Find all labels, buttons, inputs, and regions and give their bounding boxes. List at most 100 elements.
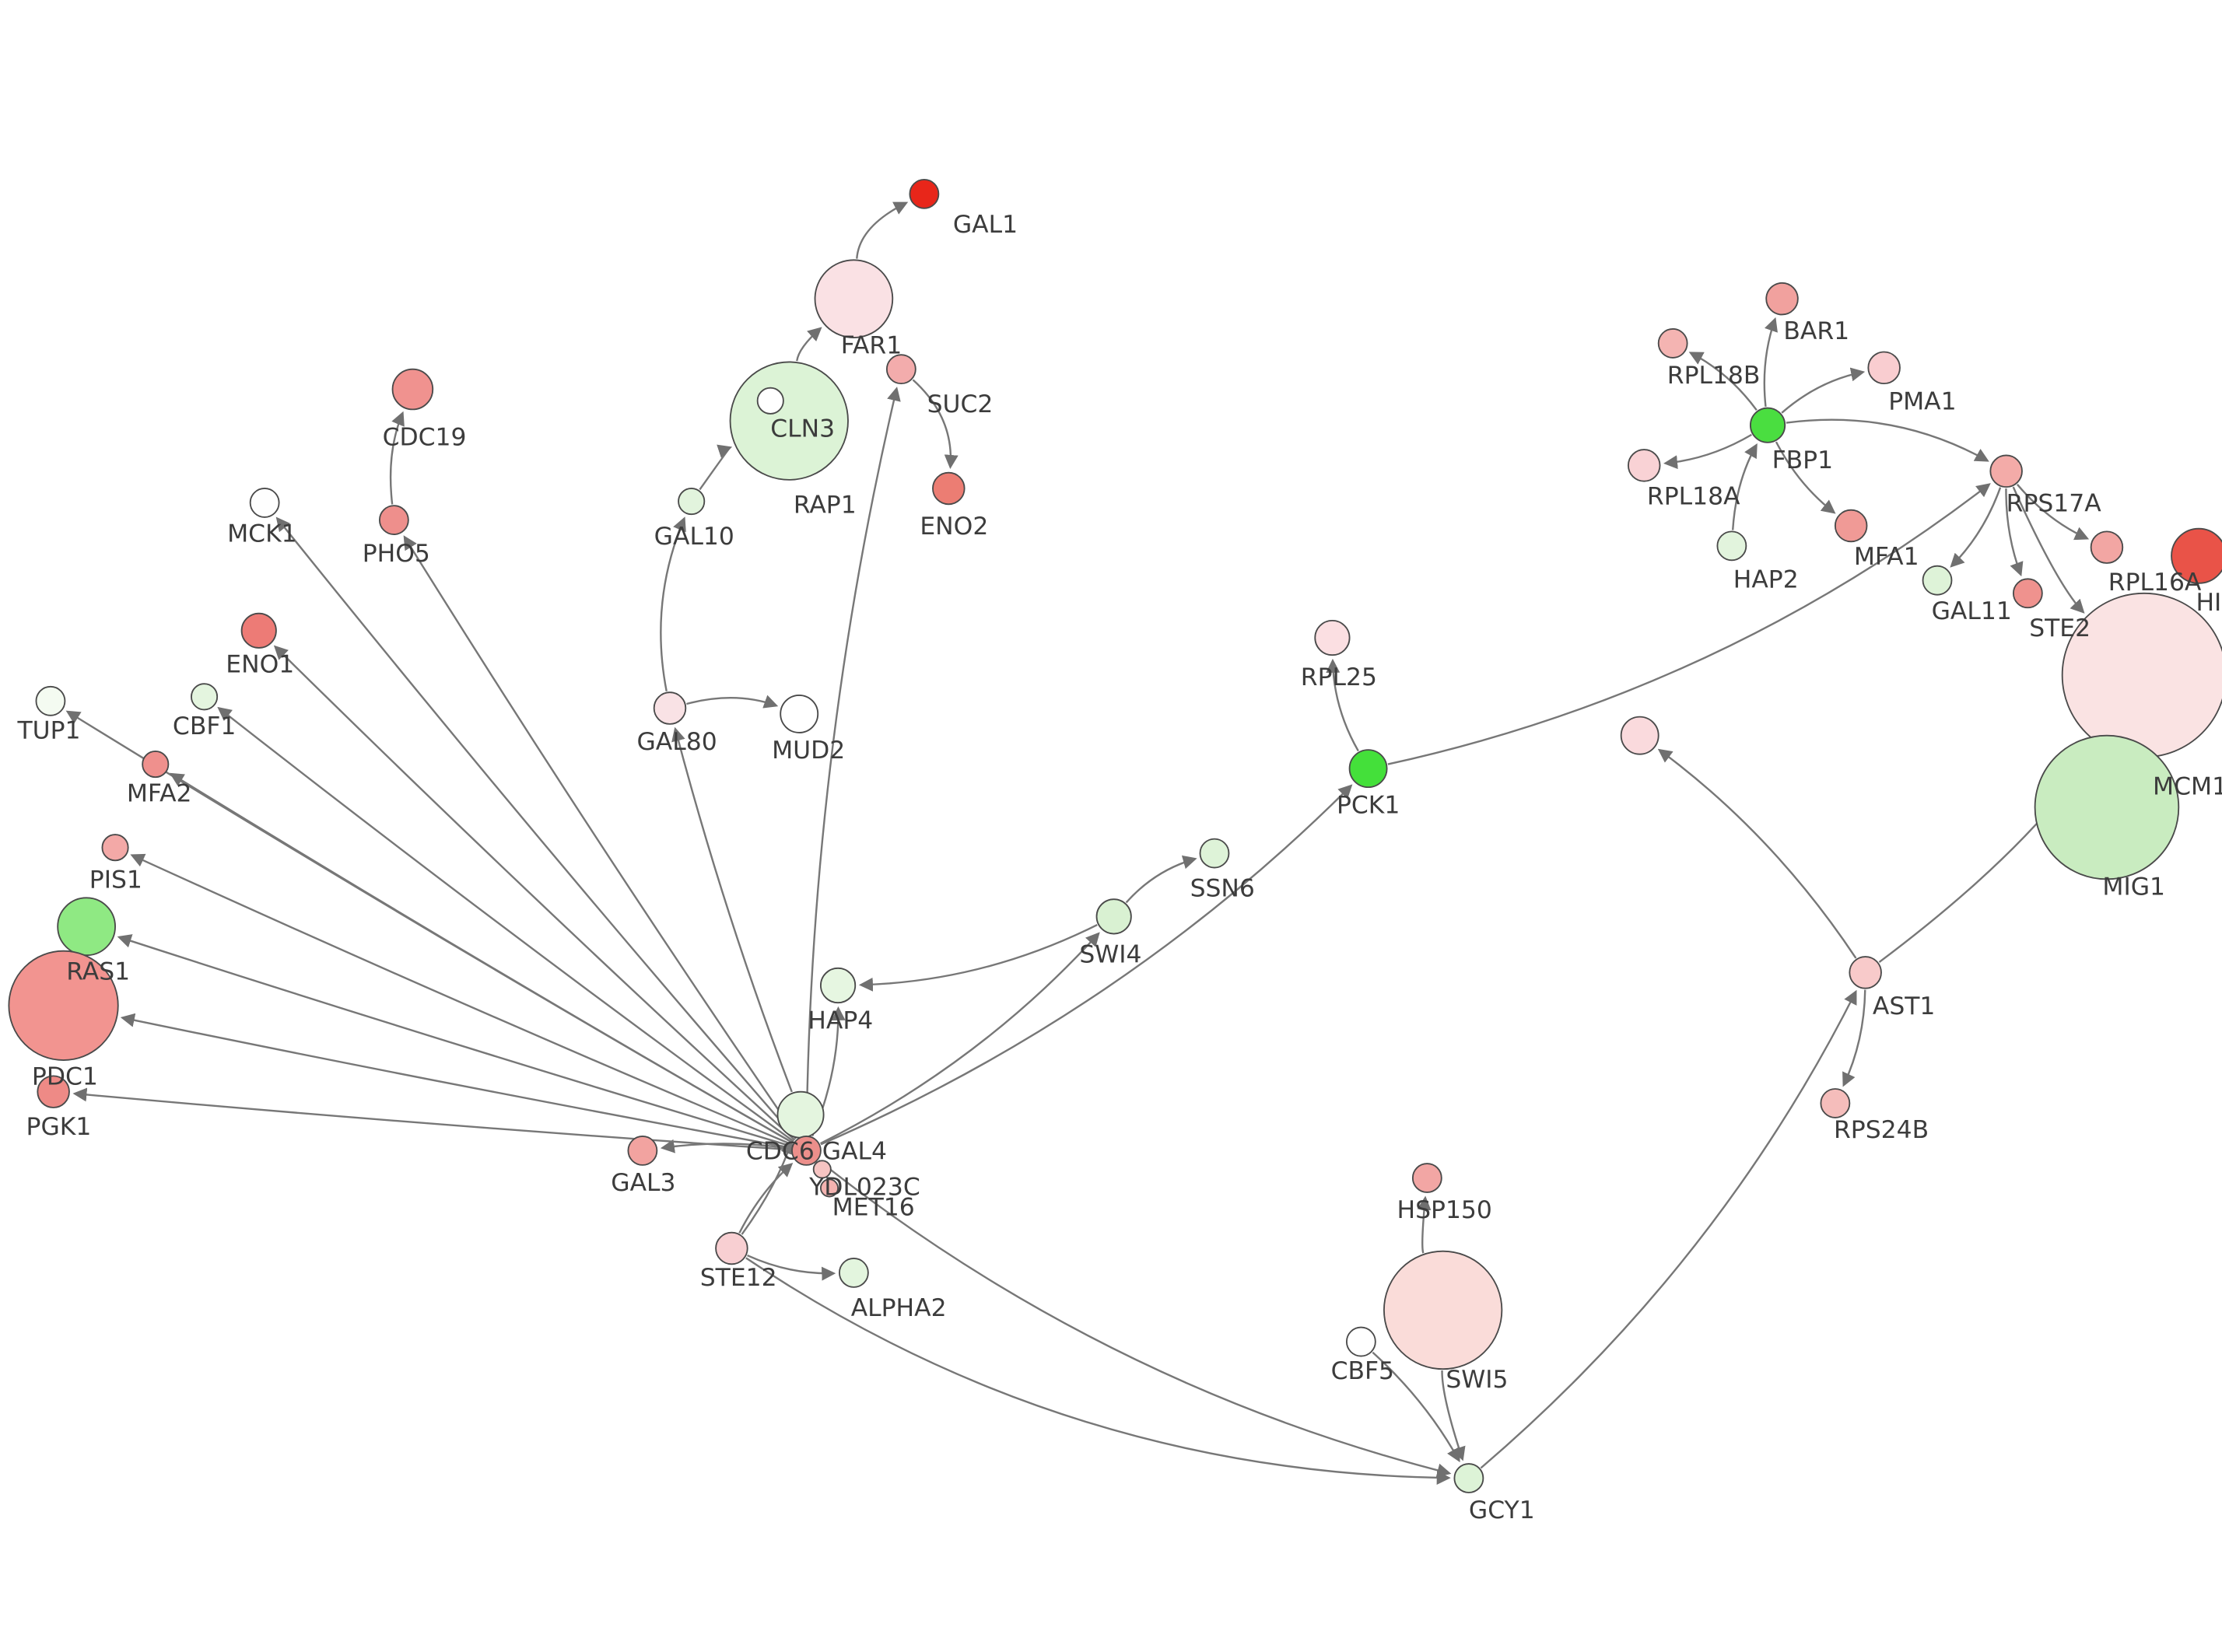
edge-PHO5-CDC19[interactable]: [389, 411, 405, 505]
node-FAR1[interactable]: [814, 259, 894, 338]
node-FBP1[interactable]: [1749, 407, 1786, 443]
edge-RPS17A-MCM1[interactable]: [2012, 486, 2085, 614]
node-RPL18A[interactable]: [1627, 449, 1661, 482]
node-YDL023C[interactable]: [812, 1160, 832, 1179]
edge-FBP1-RPS17A[interactable]: [1786, 418, 1989, 462]
edge-STE12-GAL4[interactable]: [738, 1162, 794, 1234]
node-SWI4[interactable]: [1095, 898, 1132, 935]
node-MFA1[interactable]: [1834, 509, 1868, 543]
node-GAL3[interactable]: [627, 1136, 658, 1166]
node-ENO2[interactable]: [932, 471, 966, 506]
edge-SWI5-GCY1[interactable]: [1441, 1370, 1466, 1461]
edge-GAL10-CLN3[interactable]: [699, 444, 733, 491]
node-CDC19[interactable]: [391, 368, 434, 411]
node-GAL10[interactable]: [678, 488, 706, 516]
edge-FBP1-MFA1[interactable]: [1775, 441, 1836, 514]
node-RPL16A[interactable]: [2090, 530, 2124, 564]
edge-CDC6-GAL80[interactable]: [671, 726, 793, 1093]
edge-RPS17A-RPL16A[interactable]: [2016, 484, 2090, 541]
edge-GAL4-GCY1[interactable]: [818, 1160, 1452, 1478]
node-PMA1[interactable]: [1867, 351, 1901, 385]
node-CLN3[interactable]: [729, 361, 849, 481]
node-MUD2[interactable]: [780, 695, 819, 733]
node-GAL4[interactable]: [791, 1136, 822, 1166]
node-MET16[interactable]: [819, 1178, 839, 1198]
edge-GAL4-SWI4[interactable]: [820, 932, 1100, 1145]
edge-CBF5-GCY1[interactable]: [1372, 1351, 1460, 1463]
node-RPS17A[interactable]: [1989, 454, 2023, 488]
edge-FAR1-GAL1[interactable]: [856, 201, 909, 259]
node-RPL18B[interactable]: [1657, 328, 1688, 359]
edge-GAL4-PDC1[interactable]: [120, 1013, 791, 1149]
edge-GAL4-PHO5[interactable]: [403, 535, 798, 1139]
node-GAL11[interactable]: [1922, 565, 1953, 596]
node-ALPHA2[interactable]: [839, 1258, 869, 1288]
edge-AST1-UNLABELED[interactable]: [1657, 748, 1857, 959]
node-UNLABELED[interactable]: [1620, 716, 1659, 755]
edge-RPS17A-GAL11[interactable]: [1950, 487, 2002, 568]
node-RAP1[interactable]: [756, 387, 784, 415]
edge-GAL80-GAL10[interactable]: [660, 516, 686, 691]
node-RPL25[interactable]: [1314, 619, 1351, 656]
node-AST1[interactable]: [1849, 956, 1882, 989]
edge-GAL4-PCK1[interactable]: [820, 784, 1353, 1146]
edge-GAL4-CBF1[interactable]: [217, 706, 794, 1143]
node-STE12[interactable]: [715, 1231, 748, 1265]
edge-SWI4-HAP4[interactable]: [858, 923, 1098, 992]
node-PCK1[interactable]: [1348, 749, 1388, 789]
edge-GAL4-MFA2[interactable]: [169, 772, 794, 1144]
edge-GAL4-GAL3[interactable]: [660, 1139, 791, 1153]
edge-CLN3-FAR1[interactable]: [796, 327, 822, 362]
edge-GAL4-ENO1[interactable]: [273, 645, 796, 1141]
node-HSP150[interactable]: [1411, 1163, 1442, 1193]
node-PHO5[interactable]: [378, 505, 409, 535]
node-SWI5[interactable]: [1383, 1250, 1503, 1370]
node-ENO1[interactable]: [240, 612, 277, 649]
node-BAR1[interactable]: [1765, 282, 1799, 316]
edge-SWI5-HSP150[interactable]: [1417, 1195, 1432, 1254]
edge-FBP1-RPL18B[interactable]: [1688, 352, 1758, 411]
edge-GAL80-MUD2[interactable]: [686, 695, 779, 709]
node-GAL80[interactable]: [653, 691, 687, 725]
node-HIS4[interactable]: [2171, 527, 2222, 584]
edge-GAL4-PIS1[interactable]: [130, 853, 793, 1146]
edge-GAL4-SUC2[interactable]: [805, 387, 901, 1136]
edge-FBP1-PMA1[interactable]: [1781, 367, 1866, 414]
node-SSN6[interactable]: [1199, 838, 1230, 869]
node-GCY1[interactable]: [1453, 1463, 1484, 1493]
node-SUC2[interactable]: [885, 354, 916, 385]
node-CBF5[interactable]: [1345, 1326, 1376, 1357]
node-CDC6[interactable]: [776, 1090, 825, 1139]
edge-FBP1-RPL18A[interactable]: [1663, 433, 1752, 470]
node-RAS1[interactable]: [57, 897, 116, 957]
node-MFA2[interactable]: [142, 751, 170, 779]
edge-GAL4-PGK1[interactable]: [72, 1087, 791, 1151]
node-PIS1[interactable]: [101, 834, 129, 862]
edge-STE12-GCY1[interactable]: [745, 1257, 1451, 1485]
node-STE2[interactable]: [2012, 578, 2043, 609]
edge-GAL4-RAS1[interactable]: [117, 934, 792, 1147]
node-HAP4[interactable]: [819, 967, 857, 1004]
node-TUP1[interactable]: [35, 685, 66, 716]
edge-AST1-RPS24B[interactable]: [1842, 989, 1866, 1087]
edge-FBP1-BAR1[interactable]: [1763, 317, 1778, 408]
edge-RPS17A-STE2[interactable]: [2005, 488, 2024, 577]
node-RPS24B[interactable]: [1820, 1088, 1851, 1118]
edge-SWI4-SSN6[interactable]: [1125, 855, 1197, 904]
edge-STE12-CDC6[interactable]: [741, 1139, 794, 1235]
node-GAL1[interactable]: [909, 178, 940, 209]
node-PGK1[interactable]: [37, 1075, 70, 1108]
edge-HAP2-FBP1[interactable]: [1731, 443, 1758, 530]
edge-GCY1-AST1[interactable]: [1480, 989, 1857, 1469]
node-CBF1[interactable]: [191, 683, 219, 711]
edge-PCK1-RPS17A[interactable]: [1387, 483, 1991, 765]
node-MCK1[interactable]: [249, 488, 280, 518]
node-MIG1[interactable]: [2034, 734, 2180, 880]
node-HAP2[interactable]: [1716, 530, 1747, 562]
edge-SUC2-ENO2[interactable]: [912, 379, 959, 469]
node-PDC1[interactable]: [8, 950, 119, 1061]
edge-PCK1-RPL25[interactable]: [1326, 658, 1359, 752]
edge-GAL4-MCK1[interactable]: [275, 516, 797, 1139]
